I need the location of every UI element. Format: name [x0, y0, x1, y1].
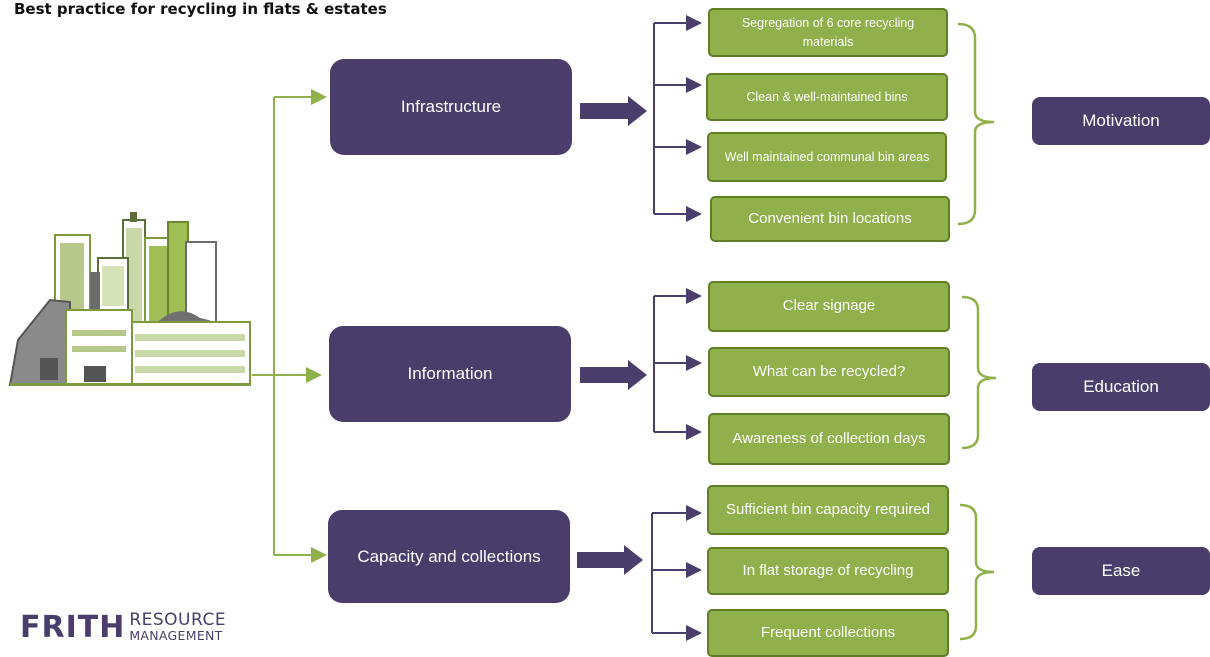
item-frequent-collections: Frequent collections [707, 609, 949, 657]
item-bin-capacity: Sufficient bin capacity required [707, 485, 949, 535]
item-collection-days: Awareness of collection days [708, 413, 950, 465]
category-information: Information [329, 326, 571, 422]
outcome-education: Education [1032, 363, 1210, 411]
city-buildings-illustration [8, 212, 251, 386]
item-segregation: Segregation of 6 core recycling material… [708, 8, 948, 57]
category-capacity-collections: Capacity and collections [328, 510, 570, 603]
outcome-ease: Ease [1032, 547, 1210, 595]
frith-logo: FRITH RESOURCE MANAGEMENT [20, 610, 226, 645]
item-flat-storage: In flat storage of recycling [707, 547, 949, 595]
logo-line-management: MANAGEMENT [129, 628, 223, 644]
item-clean-bins: Clean & well-maintained bins [706, 73, 948, 121]
diagram-title: Best practice for recycling in flats & e… [14, 0, 387, 18]
item-what-recycled: What can be recycled? [708, 347, 950, 397]
category-infrastructure: Infrastructure [330, 59, 572, 155]
logo-wordmark: FRITH [20, 610, 126, 645]
logo-line-resource: RESOURCE [129, 610, 227, 631]
outcome-motivation: Motivation [1032, 97, 1210, 145]
logo-subtitle: RESOURCE MANAGEMENT [129, 612, 226, 643]
item-communal-bin-areas: Well maintained communal bin areas [707, 132, 947, 182]
item-bin-locations: Convenient bin locations [710, 196, 950, 242]
item-clear-signage: Clear signage [708, 281, 950, 332]
